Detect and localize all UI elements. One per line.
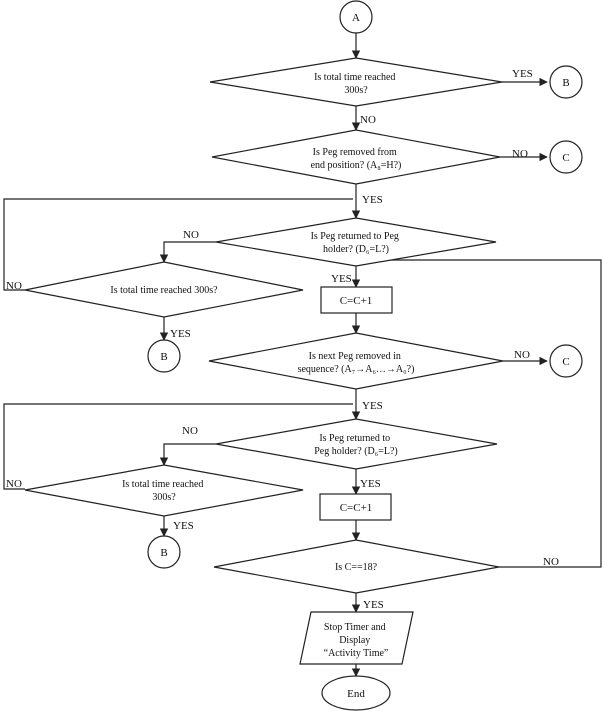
decision-peg-removed-end-line-2: end position? (A₈=H?) bbox=[311, 160, 402, 171]
edge-d7-no-loop bbox=[3, 403, 353, 490]
connector-c-1: C bbox=[549, 140, 583, 174]
label-d2-no: NO bbox=[512, 148, 528, 160]
connector-c-2-label: C bbox=[562, 356, 569, 368]
connector-b-3: B bbox=[147, 535, 181, 569]
decision-peg-removed-end-line-1: Is Peg removed from bbox=[313, 147, 397, 158]
label-d3-no: NO bbox=[183, 229, 199, 241]
label-d5-no: NO bbox=[514, 349, 530, 361]
io-stop-timer-line-1: Stop Timer and bbox=[324, 622, 386, 633]
edge-d6-no-to-d7 bbox=[159, 443, 216, 466]
decision-total-time-2-text: Is total time reached 300s? bbox=[110, 285, 218, 296]
decision-total-time-3-line-1: Is total time reached bbox=[122, 479, 203, 490]
decision-total-time-2-line-1: Is total time reached 300s? bbox=[110, 285, 218, 296]
decision-peg-returned-1-line-1: Is Peg returned to Peg bbox=[311, 231, 399, 242]
decision-peg-removed-end-text: Is Peg removed from end position? (A₈=H?… bbox=[311, 147, 402, 171]
process-increment-1: C=C+1 bbox=[320, 286, 393, 314]
decision-total-time-1: Is total time reached 300s? bbox=[209, 57, 503, 107]
io-stop-timer-line-3: “Activity Time” bbox=[324, 648, 389, 659]
decision-next-peg-line-2: sequence? (A₇→A₆…→A₀?) bbox=[298, 364, 415, 375]
label-d7-yes: YES bbox=[173, 520, 194, 532]
decision-total-time-1-line-2: 300s? bbox=[344, 85, 368, 96]
label-d8-yes: YES bbox=[363, 599, 384, 611]
decision-total-time-1-line-1: Is total time reached bbox=[314, 72, 395, 83]
terminal-end-label: End bbox=[347, 688, 365, 700]
edge-d8-no-loop bbox=[359, 255, 602, 568]
edges bbox=[3, 33, 602, 677]
connector-c-1-label: C bbox=[562, 152, 569, 164]
decision-total-time-3-text: Is total time reached 300s? bbox=[122, 479, 206, 503]
label-d1-no: NO bbox=[360, 114, 376, 126]
decision-peg-returned-1-line-2: holder? (D₆=L?) bbox=[323, 244, 389, 255]
decision-peg-returned-1-text: Is Peg returned to Peg holder? (D₆=L?) bbox=[311, 231, 402, 255]
decision-total-time-2: Is total time reached 300s? bbox=[24, 261, 304, 318]
connector-c-2: C bbox=[549, 344, 583, 378]
process-increment-1-label: C=C+1 bbox=[340, 295, 373, 307]
connector-b-2: B bbox=[147, 339, 181, 373]
decision-peg-returned-2: Is Peg returned to Peg holder? (D₆=L?) bbox=[215, 418, 498, 470]
label-d4-no: NO bbox=[6, 280, 22, 292]
decision-next-peg-text: Is next Peg removed in sequence? (A₇→A₆…… bbox=[298, 351, 415, 375]
decision-peg-returned-2-text: Is Peg returned to Peg holder? (D₆=L?) bbox=[314, 433, 398, 457]
node-a: A bbox=[339, 0, 373, 34]
io-stop-timer: Stop Timer and Display “Activity Time” bbox=[299, 611, 414, 665]
edge-labels: YES NO NO YES NO NO YES YES NO YES NO NO… bbox=[6, 68, 559, 611]
edge-d3-no-to-d4 bbox=[159, 241, 216, 263]
connector-b-3-label: B bbox=[160, 547, 167, 559]
connector-b-1-label: B bbox=[562, 77, 569, 89]
decision-peg-returned-1: Is Peg returned to Peg holder? (D₆=L?) bbox=[215, 217, 497, 267]
node-a-label: A bbox=[352, 12, 360, 24]
label-d5-yes: YES bbox=[362, 400, 383, 412]
decision-peg-returned-2-line-1: Is Peg returned to bbox=[319, 433, 390, 444]
label-d4-yes: YES bbox=[170, 328, 191, 340]
label-d7-no: NO bbox=[6, 478, 22, 490]
process-increment-2-label: C=C+1 bbox=[340, 502, 373, 514]
io-stop-timer-line-2: Display bbox=[339, 635, 370, 646]
decision-peg-returned-2-line-2: Peg holder? (D₆=L?) bbox=[314, 446, 398, 457]
terminal-end: End bbox=[321, 675, 391, 711]
decision-c-equals-18: Is C==18? bbox=[213, 539, 500, 594]
label-d8-no: NO bbox=[543, 556, 559, 568]
process-increment-2: C=C+1 bbox=[319, 493, 392, 521]
label-d3-yes: YES bbox=[331, 273, 352, 285]
label-d1-yes: YES bbox=[512, 68, 533, 80]
decision-total-time-3: Is total time reached 300s? bbox=[24, 464, 304, 517]
label-d6-no: NO bbox=[182, 425, 198, 437]
label-d2-yes: YES bbox=[362, 194, 383, 206]
connector-b-2-label: B bbox=[160, 351, 167, 363]
label-d6-yes: YES bbox=[360, 478, 381, 490]
connector-b-1: B bbox=[549, 65, 583, 99]
decision-total-time-1-text: Is total time reached 300s? bbox=[314, 72, 398, 96]
decision-peg-removed-end: Is Peg removed from end position? (A₈=H?… bbox=[211, 129, 501, 185]
decision-c-equals-18-text: Is C==18? bbox=[335, 562, 378, 573]
io-stop-timer-text: Stop Timer and Display “Activity Time” bbox=[324, 622, 389, 659]
decision-total-time-3-line-2: 300s? bbox=[152, 492, 176, 503]
decision-next-peg: Is next Peg removed in sequence? (A₇→A₆…… bbox=[208, 332, 504, 390]
decision-next-peg-line-1: Is next Peg removed in bbox=[309, 351, 401, 362]
edge-d4-no-loop bbox=[3, 198, 353, 291]
